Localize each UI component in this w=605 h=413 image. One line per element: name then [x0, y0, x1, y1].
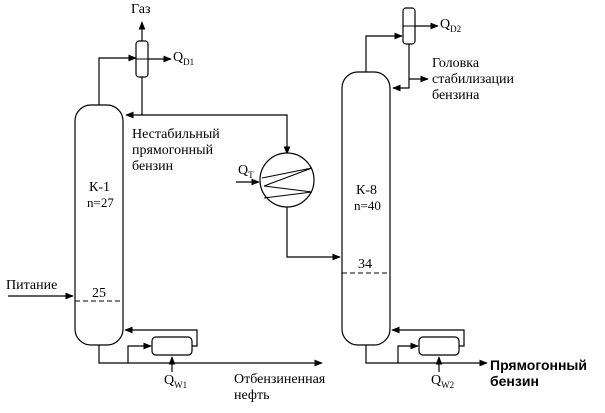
- k8-stages: n=40: [354, 198, 381, 213]
- k8-reflux-line: [392, 44, 410, 92]
- k1-reboiler-feed: [127, 342, 152, 363]
- k1-stages: n=27: [87, 195, 114, 210]
- k8-name: К-8: [356, 183, 377, 198]
- k8-overhead-line: [365, 32, 403, 72]
- unstable-naphtha-line: [142, 114, 291, 155]
- k8-reboiler-return: [391, 326, 465, 347]
- k1-reflux-line: [125, 77, 143, 119]
- qw1-label: QW1: [164, 373, 188, 390]
- qd1-label: QD1: [173, 50, 195, 67]
- stabilizer-head-label: Головка стабилизации бензина: [432, 56, 515, 103]
- heat-exchanger-coil: [261, 167, 313, 199]
- column-k1: [74, 104, 124, 346]
- unstable-naphtha-label: Нестабильный прямогонный бензин: [132, 127, 220, 174]
- k8-bottom-line: [365, 345, 488, 367]
- k1-bottom-line: [98, 345, 323, 367]
- qd2-label: QD2: [440, 17, 462, 34]
- k1-feed-stage: 25: [92, 286, 106, 301]
- reboiler-k1: [151, 336, 193, 356]
- feed-label: Питание: [6, 278, 58, 293]
- k8-feed-line: [286, 207, 341, 261]
- k1-overhead-line: [98, 54, 137, 105]
- topped-crude-label: Отбензиненная нефть: [234, 372, 326, 403]
- k8-feed-stage: 34: [358, 257, 372, 272]
- k1-reboiler-return: [124, 326, 198, 347]
- heat-exchanger: [259, 152, 315, 208]
- k8-reboiler-feed: [397, 342, 419, 363]
- product-naphtha-label: Прямогонный бензин: [490, 357, 587, 389]
- k1-name: К-1: [89, 180, 110, 195]
- gas-label: Газ: [131, 2, 151, 17]
- qt-label: QT: [238, 163, 254, 180]
- qw2-label: QW2: [431, 373, 455, 390]
- reboiler-k8: [418, 336, 460, 356]
